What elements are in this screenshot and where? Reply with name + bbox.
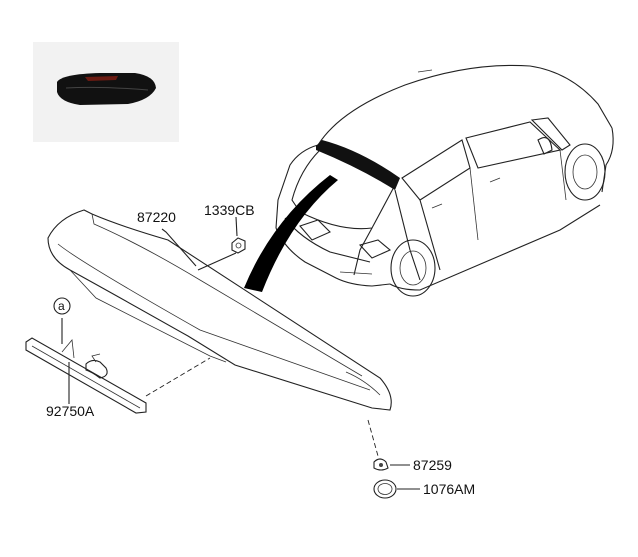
label-92750A: 92750A bbox=[46, 403, 95, 419]
leader-87220 bbox=[161, 228, 197, 267]
dashed-spoiler-to-clip bbox=[367, 419, 379, 457]
label-87259: 87259 bbox=[413, 457, 452, 473]
dashed-lamp-to-spoiler bbox=[145, 357, 211, 397]
label-1076AM: 1076AM bbox=[423, 481, 475, 497]
marker-circle bbox=[53, 297, 71, 315]
hatchback-car-icon bbox=[275, 64, 614, 297]
leader-nut-to-spoiler bbox=[197, 252, 237, 271]
label-1339CB: 1339CB bbox=[204, 202, 255, 218]
brake-lamp-part bbox=[25, 337, 147, 414]
spoiler-part bbox=[47, 209, 392, 411]
clip-part bbox=[373, 458, 389, 471]
car-to-part-leader bbox=[244, 175, 338, 292]
leader-1339CB bbox=[235, 216, 238, 237]
grommet-part bbox=[373, 479, 397, 499]
label-87220: 87220 bbox=[137, 209, 176, 225]
nut-part bbox=[231, 237, 246, 254]
marker-a-label: a bbox=[58, 299, 65, 313]
spoiler-photo-icon bbox=[33, 42, 179, 142]
